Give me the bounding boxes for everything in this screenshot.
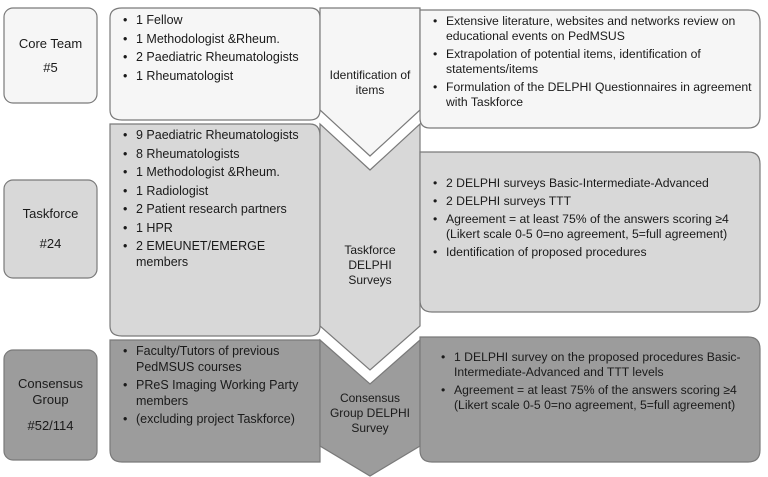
list-item: Extensive literature, websites and netwo… (433, 14, 758, 44)
taskforce-members-list: 9 Paediatric Rheumatologists 8 Rheumatol… (118, 128, 313, 273)
core-team-members-list: 1 Fellow 1 Methodologist &Rheum. 2 Paedi… (118, 13, 318, 87)
identification-chevron-shape (319, 7, 421, 157)
consensus-members-list: Faculty/Tutors of previous PedMSUS cours… (118, 344, 318, 431)
list-item: 8 Rheumatologists (123, 147, 313, 163)
core-team-activities-list: Extensive literature, websites and netwo… (428, 14, 758, 113)
list-item: 1 Radiologist (123, 184, 313, 200)
core-team-name: Core Team (18, 35, 83, 51)
taskforce-name: Taskforce (22, 206, 79, 221)
list-item: (excluding project Taskforce) (123, 412, 318, 428)
list-item: 1 Methodologist &Rheum. (123, 165, 313, 181)
list-item: 1 HPR (123, 221, 313, 237)
taskforce-box-shape (3, 179, 98, 279)
core-team-box-shape (3, 7, 98, 104)
core-team-box: Core Team #5 (4, 8, 97, 103)
list-item: Formulation of the DELPHI Questionnaires… (433, 80, 758, 110)
consensus-stage-label: Consensus Group DELPHI Survey (329, 391, 411, 435)
consensus-name: Consensus Group (17, 376, 84, 407)
list-item: Extrapolation of potential items, identi… (433, 47, 758, 77)
list-item: 1 Rheumatologist (123, 69, 318, 85)
list-item: Agreement = at least 75% of the answers … (433, 212, 758, 242)
taskforce-box: Taskforce #24 (4, 180, 97, 278)
identification-stage-label: Identification of items (329, 68, 411, 97)
list-item: Agreement = at least 75% of the answers … (441, 383, 754, 413)
list-item: 2 EMEUNET/EMERGE members (123, 239, 313, 270)
consensus-activities-list: 1 DELPHI survey on the proposed procedur… (436, 350, 754, 416)
list-item: 1 DELPHI survey on the proposed procedur… (441, 350, 754, 380)
taskforce-stage-label: Taskforce DELPHI Surveys (344, 243, 396, 287)
list-item: 9 Paediatric Rheumatologists (123, 128, 313, 144)
taskforce-count: #24 (39, 236, 62, 251)
list-item: PReS Imaging Working Party members (123, 378, 318, 409)
taskforce-chevron-shape (319, 122, 421, 371)
consensus-box-shape (3, 349, 98, 461)
list-item: Faculty/Tutors of previous PedMSUS cours… (123, 344, 318, 375)
taskforce-activities-list: 2 DELPHI surveys Basic-Intermediate-Adva… (428, 176, 758, 263)
consensus-count: #52/114 (27, 418, 74, 433)
list-item: 1 Methodologist &Rheum. (123, 32, 318, 48)
consensus-box: Consensus Group #52/114 (4, 350, 97, 460)
list-item: 2 DELPHI surveys Basic-Intermediate-Adva… (433, 176, 758, 191)
list-item: Identification of proposed procedures (433, 245, 758, 260)
core-team-count: #5 (43, 59, 58, 75)
list-item: 1 Fellow (123, 13, 318, 29)
list-item: 2 Patient research partners (123, 202, 313, 218)
list-item: 2 Paediatric Rheumatologists (123, 50, 318, 66)
list-item: 2 DELPHI surveys TTT (433, 194, 758, 209)
